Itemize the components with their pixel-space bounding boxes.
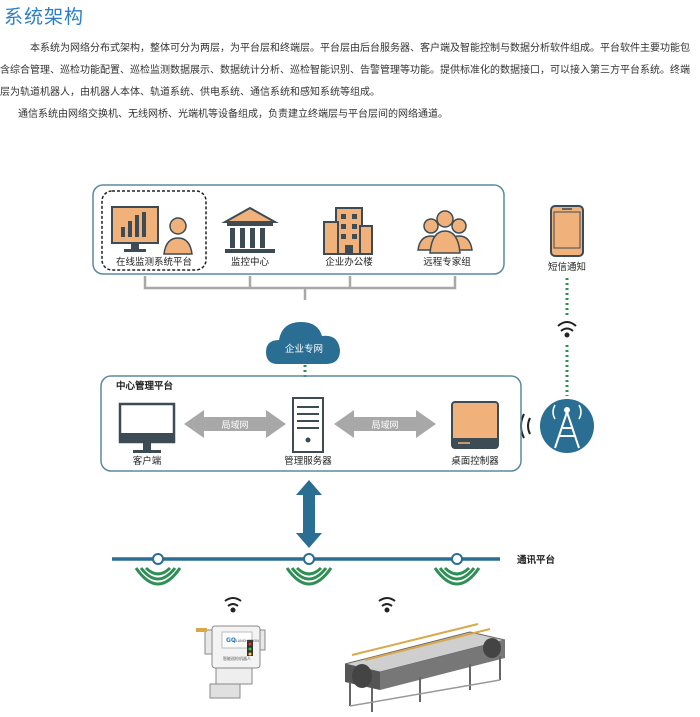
inspection-robot-device	[196, 625, 266, 699]
page-title: 系统架构	[4, 6, 85, 28]
lan-left-label: 局域网	[221, 419, 248, 431]
bank-building-icon	[221, 206, 279, 253]
desktop-label: 桌面控制器	[451, 455, 499, 467]
tower-signal-waves	[520, 413, 531, 439]
client-monitor-icon	[118, 402, 176, 453]
comm-node-2	[303, 553, 315, 565]
comm-label: 通讯平台	[517, 554, 556, 566]
cloud-icon	[266, 322, 340, 364]
lan-arrow-right	[334, 410, 436, 438]
cloud-label: 企业专网	[285, 343, 323, 355]
wifi-small-icon	[557, 321, 577, 338]
top-connector	[143, 276, 457, 300]
monitor-person-icon	[111, 206, 193, 255]
center-frame	[100, 375, 522, 472]
node-office-label: 企业办公楼	[325, 256, 373, 268]
server-icon	[292, 397, 324, 453]
server-label: 管理服务器	[284, 455, 332, 467]
highlight-box	[101, 190, 207, 271]
conveyor-belt-device	[344, 623, 506, 712]
device-name-text: GLANSHOTION	[233, 639, 259, 643]
node-expert-label: 远程专家组	[423, 256, 471, 268]
device-brand-text: GQ	[226, 637, 236, 644]
sms-label: 短信通知	[548, 261, 586, 273]
signal-tower-icon	[540, 399, 594, 453]
phone-icon	[550, 205, 584, 257]
client-label: 客户端	[133, 455, 162, 467]
node-platform-label: 在线监测系统平台	[116, 256, 192, 268]
center-title: 中心管理平台	[116, 380, 174, 392]
device-wifi-1	[224, 597, 242, 613]
comm-paragraph: 通信系统由网络交换机、无线网桥、光端机等设备组成，负责建立终端层与平台层间的网络…	[18, 109, 448, 120]
node-monitor-center-label: 监控中心	[231, 256, 270, 268]
lan-right-label: 局域网	[371, 419, 398, 431]
comm-node-1	[152, 553, 164, 565]
device-wifi-2	[378, 597, 396, 613]
wifi-signal-3	[433, 566, 481, 586]
comm-node-3	[451, 553, 463, 565]
vertical-double-arrow	[296, 480, 322, 548]
wifi-signal-2	[285, 566, 333, 586]
device-sub-text: 智能巡检机器人	[223, 655, 251, 661]
expert-group-icon	[417, 210, 473, 254]
intro-paragraph: 本系统为网络分布式架构，整体可分为两层，为平台层和终端层。平台层由后台服务器、客…	[0, 43, 690, 98]
top-frame	[92, 184, 505, 275]
lan-arrow-left	[184, 410, 286, 438]
office-building-icon	[323, 207, 373, 255]
desktop-controller-icon	[451, 401, 499, 449]
wifi-signal-1	[134, 566, 182, 586]
